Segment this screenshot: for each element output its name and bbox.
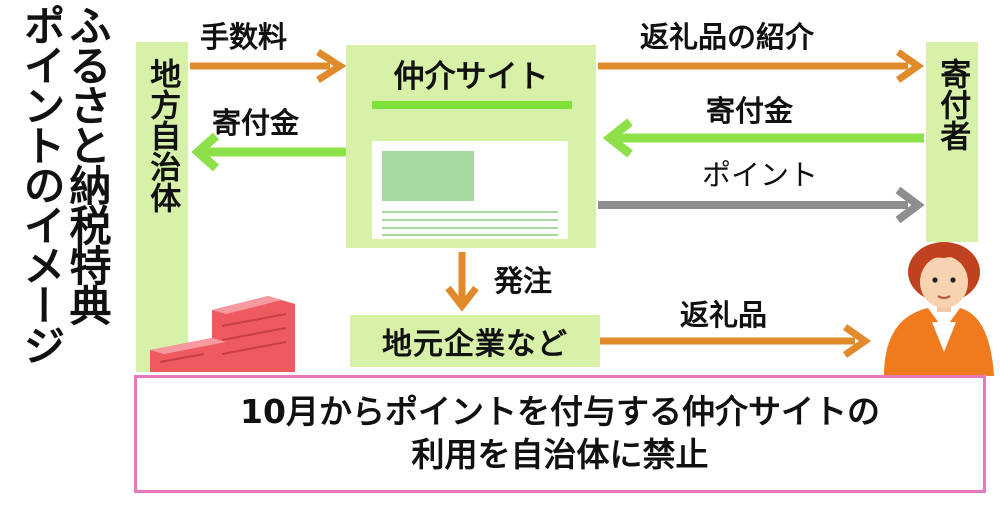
arrow-donation-from-donor [602, 118, 924, 158]
gift-intro-label: 返礼品の紹介 [640, 20, 815, 54]
website-image-block [382, 151, 474, 201]
arrow-fee [190, 49, 347, 83]
local-business-box: 地元企業など [350, 315, 600, 367]
building-icon [150, 296, 295, 372]
arrow-order [445, 252, 479, 312]
donation-from-donor-label: 寄付金 [706, 94, 794, 128]
donor-person-icon [884, 242, 994, 376]
website-text-line [382, 219, 558, 221]
gift-label: 返礼品 [680, 298, 768, 332]
intermediary-site-box: 仲介サイト [346, 45, 596, 248]
policy-note-line-1: 10月からポイントを付与する仲介サイトの [240, 392, 880, 432]
title-line-1: ふるさと納税特典 [63, 4, 112, 324]
arrow-gift [600, 324, 872, 358]
policy-note-box: 10月からポイントを付与する仲介サイトの 利用を自治体に禁止 [134, 375, 986, 493]
donation-to-municipality-label: 寄付金 [212, 106, 300, 140]
website-text-line [382, 211, 558, 213]
municipality-box: 地方自治体 [136, 42, 188, 372]
website-icon [372, 141, 568, 239]
municipality-label: 地方自治体 [144, 58, 181, 213]
arrow-donation-to-municipality [191, 132, 346, 172]
points-label: ポイント [702, 158, 819, 192]
arrow-gift-intro [598, 49, 925, 83]
fee-label: 手数料 [200, 20, 288, 54]
diagram-title: ふるさと納税特典 ポイントのイメージ [0, 4, 128, 444]
donor-box: 寄付者 [926, 42, 978, 242]
arrow-points [598, 186, 925, 224]
intermediary-site-label: 仲介サイト [393, 59, 549, 95]
site-header-bar [372, 101, 572, 109]
order-label: 発注 [494, 264, 553, 298]
title-line-2: ポイントのイメージ [17, 4, 66, 364]
policy-note-line-2: 利用を自治体に禁止 [411, 435, 709, 474]
website-text-line [382, 234, 558, 236]
donor-label: 寄付者 [934, 58, 971, 151]
website-text-line [382, 227, 558, 229]
local-business-label: 地元企業など [382, 327, 568, 362]
